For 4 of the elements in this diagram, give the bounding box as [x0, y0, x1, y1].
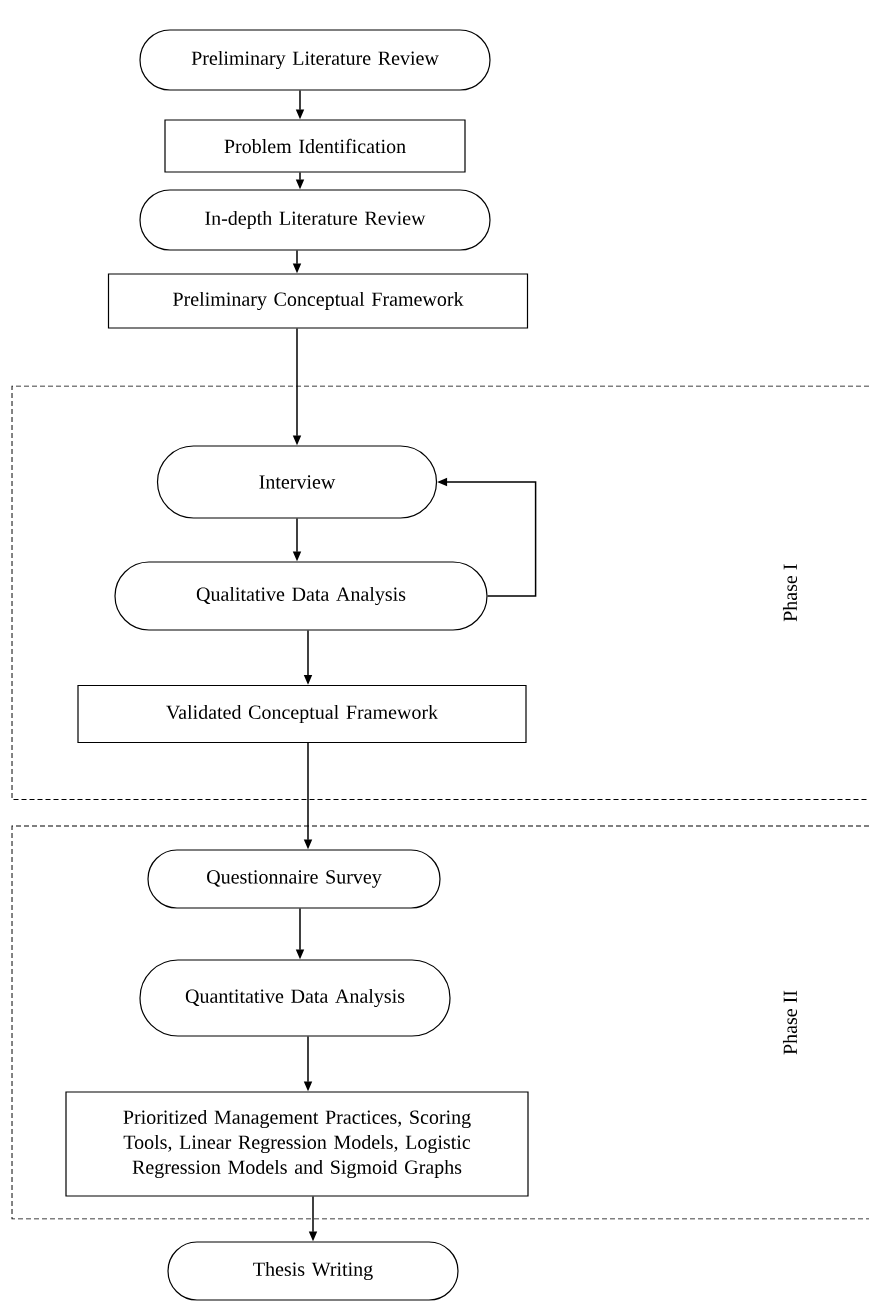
process-box: Problem Identification: [164, 119, 466, 173]
process-box: Preliminary Conceptual Framework: [107, 273, 529, 329]
process-box: Validated Conceptual Framework: [77, 684, 527, 744]
process-box: Prioritized Management Practices, Scoring Tools, Linear Regression Models, Logistic Regression Models and Sigmoid Graphs: [65, 1091, 529, 1197]
